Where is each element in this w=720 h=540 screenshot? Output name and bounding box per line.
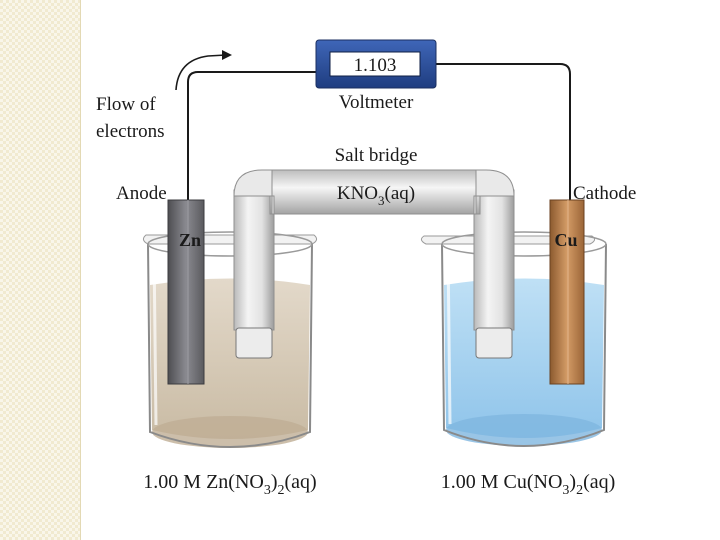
zinc-label: Zn <box>179 230 201 250</box>
salt-bridge-tube <box>233 169 515 359</box>
left-solution-label: 1.00 M Zn(NO3)2(aq) <box>143 471 316 498</box>
salt-bridge-formula: KNO3(aq) <box>337 183 415 208</box>
voltmeter-reading: 1.103 <box>354 55 397 76</box>
anode-label: Anode <box>116 183 167 204</box>
right-cotton-plug <box>475 327 513 359</box>
flow-label-line1: Flow of <box>96 94 156 115</box>
cathode-label: Cathode <box>573 183 636 204</box>
electron-flow-arrow-icon <box>175 50 232 91</box>
right-solution-label: 1.00 M Cu(NO3)2(aq) <box>441 471 616 498</box>
left-cotton-plug <box>235 327 273 359</box>
external-wire <box>187 63 571 225</box>
salt-bridge-label: Salt bridge <box>335 145 418 166</box>
voltmeter: 1.103 <box>315 39 437 89</box>
flow-label-line2: electrons <box>96 121 165 142</box>
voltmeter-display <box>329 51 421 77</box>
voltmeter-label: Voltmeter <box>339 92 414 113</box>
copper-label: Cu <box>554 230 577 250</box>
decorative-side-strip <box>0 0 81 540</box>
zinc-electrode <box>167 199 205 385</box>
copper-electrode <box>549 199 585 385</box>
